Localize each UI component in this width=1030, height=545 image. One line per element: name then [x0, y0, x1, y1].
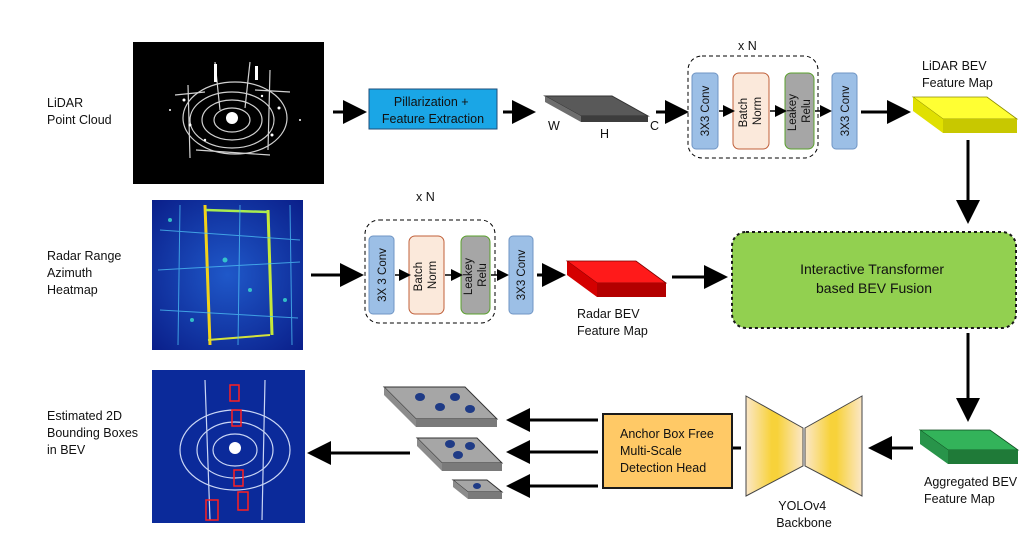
scale-grid-medium [415, 437, 504, 471]
radar-batch-norm-box: Batch Norm [408, 235, 445, 315]
lidar-conv-b-label: 3X3 Conv [840, 86, 852, 137]
radar-heatmap-image [152, 200, 303, 350]
radar-input-line3: Heatmap [47, 283, 98, 297]
head-line3: Detection Head [620, 461, 706, 475]
radar-bev-line1: Radar BEV [577, 307, 640, 321]
grid-h-label: H [600, 127, 609, 141]
radar-input-line1: Radar Range [47, 249, 121, 263]
lidar-batch-norm-line1: Batch [738, 98, 750, 127]
pseudo-image-grid [543, 95, 650, 122]
radar-batch-norm-line2: Norm [427, 261, 439, 289]
svg-text:Batch Norm: Batch Norm [413, 259, 439, 292]
backbone-line2: Backbone [776, 516, 832, 530]
aggregated-bev-feature-map [918, 429, 1020, 464]
pillarization-line1: Pillarization + [394, 95, 469, 109]
radar-leaky-relu-box: Leakey Relu [460, 235, 491, 315]
radar-bev-line2: Feature Map [577, 324, 648, 338]
lidar-input-line2: Point Cloud [47, 113, 112, 127]
aggregated-label: Aggregated BEV Feature Map [924, 475, 1021, 506]
lidar-input-line1: LiDAR [47, 96, 83, 110]
lidar-repeat-label: x N [738, 39, 757, 53]
lidar-bev-feature-map [911, 96, 1019, 133]
aggregated-line2: Feature Map [924, 492, 995, 506]
pillarization-box: Pillarization + Feature Extraction [368, 88, 498, 130]
backbone-line1: YOLOv4 [778, 499, 826, 513]
lidar-conv-a-box: 3X3 Conv [691, 72, 719, 150]
lidar-conv-b-box: 3X3 Conv [831, 72, 858, 150]
grid-w-label: W [548, 119, 560, 133]
fusion-box: Interactive Transformer based BEV Fusion [731, 231, 1017, 329]
svg-text:Pillarization + Feature: Pillarization + Feature Extraction [382, 95, 484, 126]
head-line1: Anchor Box Free [620, 427, 714, 441]
lidar-conv-a-label: 3X3 Conv [700, 86, 712, 137]
lidar-input-label: LiDAR Point Cloud [47, 96, 112, 127]
radar-bev-label: Radar BEV Feature Map [577, 307, 648, 338]
radar-conv-a-label: 3X 3 Conv [377, 248, 389, 302]
svg-text:Interactive Transformer: Interactive Transformer based BEV Fusion [800, 261, 948, 296]
backbone-label: YOLOv4 Backbone [776, 499, 832, 530]
radar-leaky-line2: Relu [477, 263, 489, 287]
radar-conv-b-box: 3X3 Conv [508, 235, 534, 315]
lidar-bev-line2: Feature Map [922, 76, 993, 90]
lidar-leaky-line1: Leakey [787, 94, 799, 131]
output-line2: Bounding Boxes [47, 426, 138, 440]
grid-c-label: C [650, 119, 659, 133]
lidar-bev-label: LiDAR BEV Feature Map [922, 59, 993, 90]
radar-repeat-label: x N [416, 190, 435, 204]
lidar-repeat-block [687, 55, 819, 159]
output-detection-image [152, 370, 305, 523]
radar-leaky-line1: Leakey [463, 258, 475, 295]
radar-conv-a-box: 3X 3 Conv [368, 235, 395, 315]
radar-conv-b-label: 3X3 Conv [516, 250, 528, 301]
lidar-batch-norm-line2: Norm [752, 97, 764, 125]
radar-repeat-block [364, 219, 496, 324]
output-line1: Estimated 2D [47, 409, 122, 423]
radar-bev-feature-map [565, 260, 668, 297]
output-label: Estimated 2D Bounding Boxes in BEV [47, 409, 142, 457]
radar-input-line2: Azimuth [47, 266, 92, 280]
lidar-bev-line1: LiDAR BEV [922, 59, 987, 73]
scale-grid-large [382, 386, 499, 427]
head-line2: Multi-Scale [620, 444, 682, 458]
lidar-batch-norm-box: Batch Norm [732, 72, 770, 150]
svg-text:Leakey Relu: Leakey Relu [463, 255, 489, 295]
svg-text:Batch Norm: Batch Norm [738, 95, 764, 128]
yolo-backbone-shape [745, 395, 863, 497]
lidar-leaky-relu-box: Leakey Relu [784, 72, 815, 150]
scale-grid-small [451, 479, 504, 499]
radar-input-label: Radar Range Azimuth Heatmap [47, 249, 125, 297]
aggregated-line1: Aggregated BEV [924, 475, 1018, 489]
radar-batch-norm-line1: Batch [413, 262, 425, 291]
fusion-line1: Interactive Transformer [800, 261, 944, 277]
lidar-leaky-line2: Relu [801, 99, 813, 123]
output-line3: in BEV [47, 443, 86, 457]
fusion-line2: based BEV Fusion [816, 280, 932, 296]
svg-text:Anchor Box Free Multi-Sc: Anchor Box Free Multi-Scale Detection He… [620, 427, 717, 475]
svg-text:Leakey Relu: Leakey Relu [787, 91, 813, 131]
pillarization-line2: Feature Extraction [382, 112, 484, 126]
lidar-point-cloud-image [133, 42, 324, 184]
detection-head-box: Anchor Box Free Multi-Scale Detection He… [602, 413, 733, 489]
